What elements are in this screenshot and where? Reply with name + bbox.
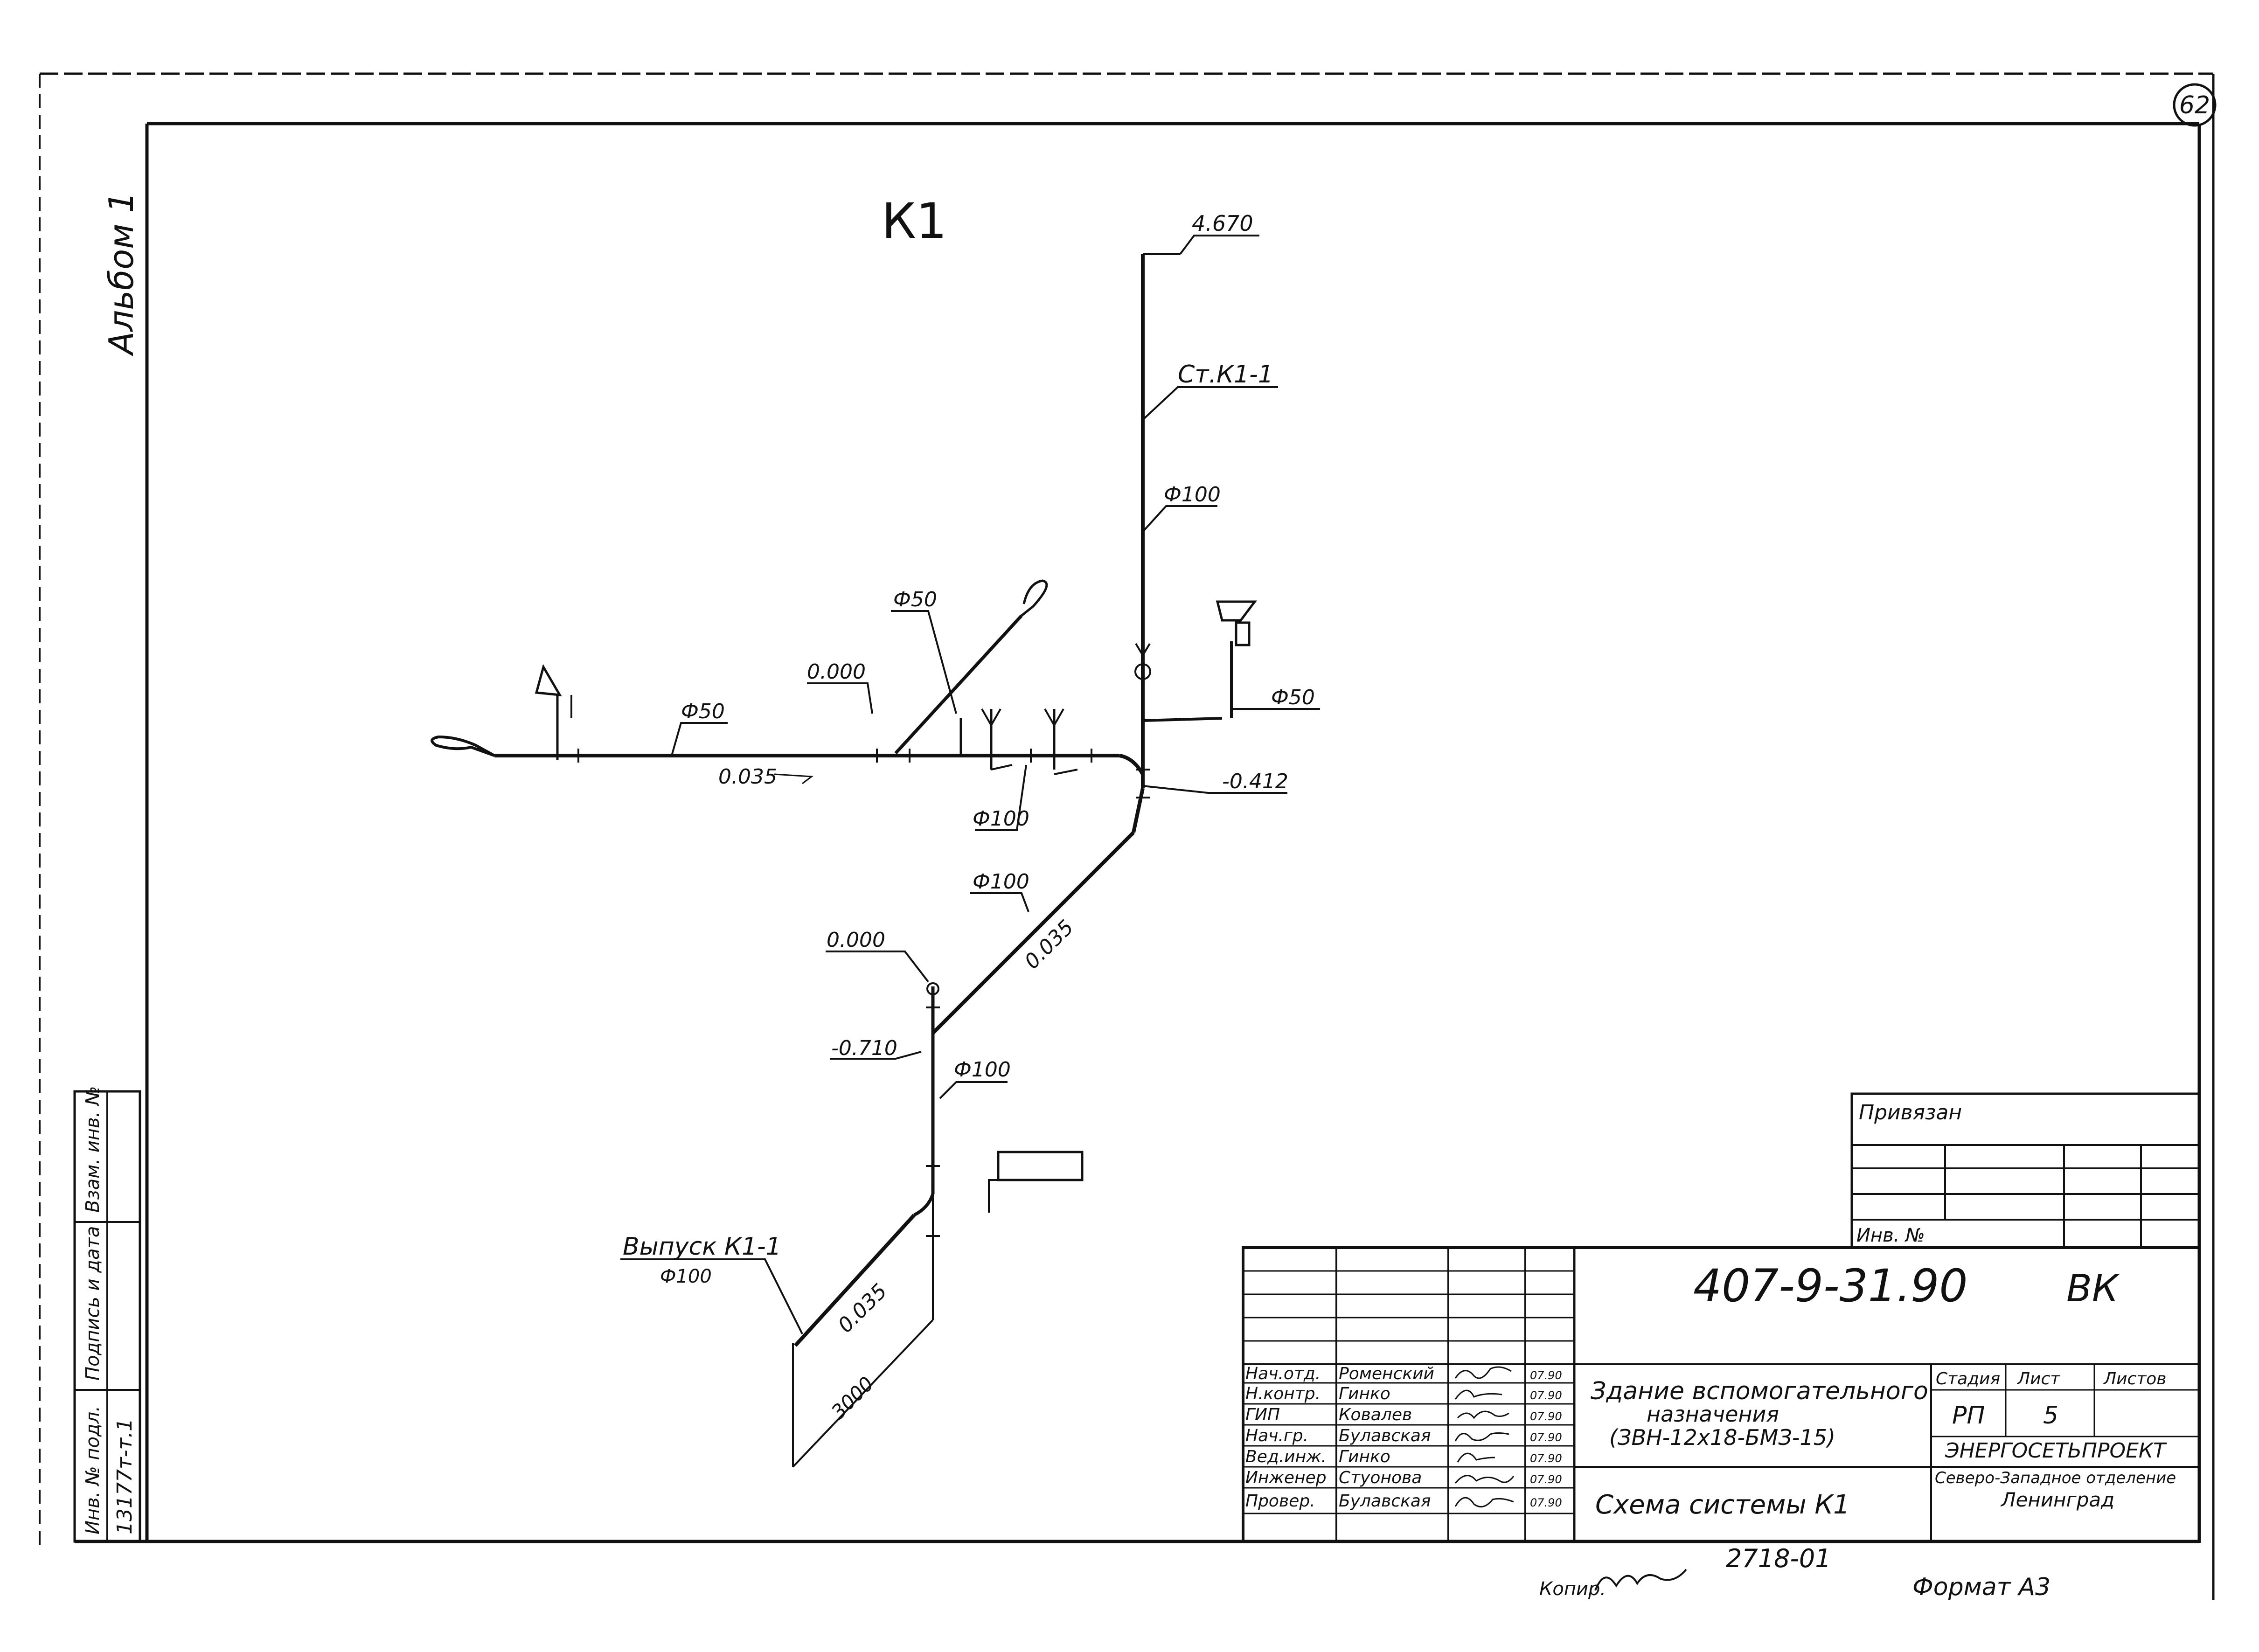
- title-block: 407-9-31.90 ВК Нач.отд. Роменский 07.90 …: [1242, 1246, 2201, 1543]
- inner-frame: [75, 122, 2201, 1543]
- sheet-title: Схема системы К1: [1595, 1490, 1850, 1520]
- building-line3: (ЗВН-12х18-БМЗ-15): [1609, 1425, 1835, 1450]
- side-inv-podl-label: Инв. № подл.: [82, 1406, 104, 1534]
- label-dim-3000: 3000: [827, 1372, 878, 1423]
- staff-role: Нач.отд.: [1245, 1364, 1321, 1383]
- annotations: 4.670 Ст.К1-1 Ф100 Ф50 0.000 Ф50 0.035 Ф…: [623, 211, 1315, 1423]
- staff-name: Гинко: [1339, 1447, 1390, 1466]
- staff-date: 07.90: [1530, 1369, 1562, 1382]
- side-inv-podl-value: 13177т-т.1: [113, 1418, 137, 1534]
- staff-role: ГИП: [1245, 1405, 1280, 1424]
- outer-frame: [39, 72, 2215, 1600]
- side-vzam-label: Взам. инв. №: [82, 1086, 104, 1213]
- stage-header: Стадия: [1936, 1369, 2000, 1388]
- staff-date: 07.90: [1530, 1410, 1562, 1423]
- title-code: 407-9-31.90: [1693, 1260, 1967, 1312]
- staff-date: 07.90: [1530, 1389, 1562, 1402]
- label-d100-lower: Ф100: [954, 1058, 1011, 1082]
- label-elev-0000-lower: 0.000: [827, 928, 885, 952]
- signatures: [1454, 1366, 1515, 1508]
- copier-signature: [1594, 1569, 1687, 1591]
- label-elev-top: 4.670: [1192, 211, 1253, 236]
- label-elev-m0710: -0.710: [831, 1036, 897, 1060]
- sheet-header: Лист: [2016, 1369, 2060, 1388]
- staff-role: Провер.: [1245, 1492, 1315, 1511]
- label-outlet-d: Ф100: [660, 1266, 712, 1287]
- label-slope-diag: 0.035: [1020, 916, 1078, 974]
- label-elev-m0412: -0.412: [1222, 770, 1288, 793]
- label-d50-branch: Ф50: [893, 588, 937, 611]
- staff-date: 07.90: [1530, 1452, 1562, 1465]
- leader-lines: [620, 235, 1320, 1334]
- staff-date: 07.90: [1530, 1496, 1562, 1509]
- staff-name: Стуонова: [1339, 1468, 1422, 1487]
- staff-date: 07.90: [1530, 1473, 1562, 1486]
- sheet-number-badge: 62: [2173, 83, 2217, 127]
- label-d50-right: Ф50: [1271, 686, 1315, 709]
- staff-date: 07.90: [1530, 1431, 1562, 1444]
- org-line2: Северо-Западное отделение: [1935, 1469, 2176, 1487]
- label-outlet: Выпуск К1-1: [623, 1233, 781, 1261]
- staff-name: Ковалев: [1339, 1405, 1412, 1424]
- stage-value: РП: [1952, 1402, 1985, 1430]
- title-mark: ВК: [2066, 1267, 2120, 1310]
- org-line1: ЭНЕРГОСЕТЬПРОЕКТ: [1945, 1439, 2167, 1463]
- staff-name: Булавская: [1339, 1492, 1431, 1511]
- format-label: Формат А3: [1912, 1573, 2050, 1601]
- label-slope-left: 0.035: [718, 765, 777, 789]
- label-d100-mid: Ф100: [973, 807, 1029, 831]
- binding-block: Привязан Инв. №: [1850, 1092, 2201, 1249]
- building-line2: назначения: [1647, 1402, 1779, 1427]
- staff-list: Нач.отд. Роменский 07.90 Н.контр. Гинко …: [1245, 1364, 1562, 1511]
- label-d50-left: Ф50: [681, 700, 725, 723]
- scheme-title: К1: [882, 193, 947, 250]
- side-stamp: Взам. инв. № Подпись и дата Инв. № подл.…: [73, 1086, 141, 1543]
- staff-role: Вед.инж.: [1245, 1447, 1327, 1466]
- label-elev-0000-upper: 0.000: [807, 660, 866, 684]
- label-riser: Ст.К1-1: [1178, 361, 1273, 389]
- staff-role: Нач.гр.: [1245, 1426, 1308, 1445]
- sheets-header: Листов: [2103, 1369, 2166, 1388]
- staff-name: Роменский: [1339, 1364, 1434, 1383]
- binding-title: Привязан: [1859, 1101, 1962, 1124]
- label-d100-diag: Ф100: [973, 870, 1029, 894]
- pipe-network: [431, 253, 1257, 1468]
- building-line1: Здание вспомогательного: [1591, 1377, 1928, 1405]
- side-signature-label: Подпись и дата: [82, 1226, 104, 1381]
- staff-role: Н.контр.: [1245, 1384, 1321, 1403]
- footer: Копир. 2718-01 Формат А3: [1539, 1544, 2050, 1601]
- album-label: Альбом 1: [102, 192, 141, 356]
- sheet-value: 5: [2043, 1402, 2058, 1430]
- copy-code: 2718-01: [1726, 1544, 1831, 1573]
- staff-name: Гинко: [1339, 1384, 1390, 1403]
- sheet-number: 62: [2179, 91, 2210, 119]
- label-slope-outlet: 0.035: [834, 1279, 892, 1338]
- label-d100-riser: Ф100: [1164, 483, 1221, 507]
- slope-arrow-left: [774, 773, 814, 784]
- org-line3: Ленинград: [2000, 1488, 2114, 1511]
- binding-inv: Инв. №: [1856, 1225, 1925, 1246]
- staff-role: Инженер: [1245, 1468, 1327, 1487]
- staff-name: Булавская: [1339, 1426, 1431, 1445]
